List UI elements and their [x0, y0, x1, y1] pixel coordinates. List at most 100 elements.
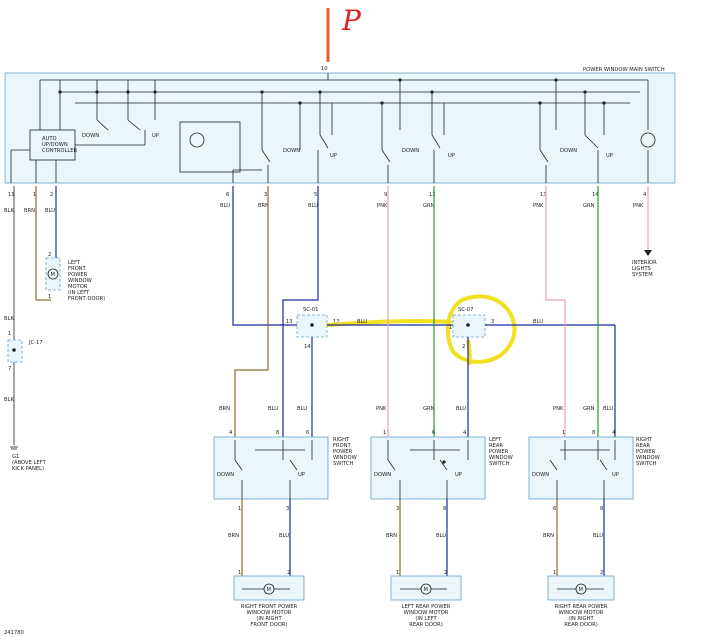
wire-label-blu-mid: BLU [357, 319, 367, 325]
svg-text:PNK: PNK [377, 203, 388, 209]
svg-text:8: 8 [600, 506, 603, 512]
lf-motor-pin-top: 2 [48, 252, 51, 258]
sc-07-pin-left: 1 [449, 325, 452, 331]
sc-01-label: SC-01 [303, 307, 318, 313]
svg-text:UP: UP [612, 472, 619, 478]
highlight-sc07 [445, 294, 517, 364]
sc-07-pin-right: 3 [491, 319, 494, 325]
svg-text:9: 9 [384, 192, 387, 198]
svg-text:8: 8 [276, 430, 279, 436]
svg-text:1: 1 [33, 192, 36, 198]
svg-text:GRN: GRN [583, 203, 595, 209]
main-down-label-3: DOWN [402, 148, 419, 154]
svg-text:4: 4 [612, 430, 616, 436]
svg-text:2: 2 [50, 192, 53, 198]
svg-text:3: 3 [286, 506, 289, 512]
svg-text:3: 3 [264, 192, 267, 198]
svg-text:PNK: PNK [533, 203, 544, 209]
svg-text:8: 8 [443, 506, 446, 512]
highlight-wire [326, 319, 452, 327]
svg-text:BLK: BLK [4, 208, 14, 214]
svg-text:13: 13 [540, 192, 547, 198]
jc-17-label: JC-17 [28, 340, 43, 346]
svg-text:BRN: BRN [228, 533, 239, 539]
main-lamp-icon [189, 132, 205, 148]
main-up-label-1: UP [152, 133, 159, 139]
main-up-label-4: UP [606, 153, 613, 159]
power-window-main-switch [4, 72, 676, 184]
main-switch-pins: 11 1 2 6 3 5 9 12 13 14 4 [8, 192, 647, 198]
main-up-label-3: UP [448, 153, 455, 159]
jc-17-pin-top: 1 [8, 331, 11, 337]
svg-text:BRN: BRN [386, 533, 397, 539]
wire-label-blk-1: BLK [4, 316, 14, 322]
wire-label-blk-2: BLK [4, 397, 14, 403]
wire-pnk-pin13 [545, 186, 566, 437]
svg-text:6: 6 [226, 192, 229, 198]
svg-text:BRN: BRN [258, 203, 269, 209]
svg-text:PNK: PNK [553, 406, 564, 412]
svg-text:11: 11 [8, 192, 15, 198]
svg-text:BLU: BLU [308, 203, 318, 209]
svg-text:UP: UP [298, 472, 305, 478]
svg-text:BLU: BLU [45, 208, 55, 214]
main-switch-title: POWER WINDOW MAIN SWITCH [583, 67, 665, 73]
svg-text:2: 2 [287, 570, 290, 576]
svg-text:GRN: GRN [583, 406, 595, 412]
auto-updown-controller [29, 129, 76, 161]
svg-text:6: 6 [553, 506, 556, 512]
svg-text:BLU: BLU [297, 406, 307, 412]
main-lamp-block [179, 121, 241, 173]
main-switch-internal-wiring [10, 73, 649, 183]
svg-text:8: 8 [592, 430, 595, 436]
sc-07-pin-bottom: 2 [462, 344, 465, 350]
switch-input-wire-labels: BRN BLU BLU PNK GRN BLU PNK GRN BLU [219, 406, 613, 412]
svg-text:1: 1 [238, 506, 241, 512]
svg-text:BLU: BLU [603, 406, 613, 412]
svg-text:M: M [424, 587, 428, 593]
annotation-mark: P [341, 4, 362, 37]
left-front-window-motor [45, 257, 61, 291]
jc-17-junction [12, 348, 16, 352]
svg-text:BRN: BRN [24, 208, 35, 214]
svg-text:GRN: GRN [423, 203, 435, 209]
sc-01-pin-right: 12 [333, 319, 340, 325]
svg-text:1: 1 [383, 430, 386, 436]
arrow-interior-lights [644, 250, 652, 256]
svg-text:UP: UP [455, 472, 462, 478]
svg-text:1: 1 [553, 570, 556, 576]
main-up-label-2: UP [330, 153, 337, 159]
sc-01-pin-bottom: 14 [304, 344, 311, 350]
junction-dots [58, 78, 606, 105]
svg-text:DOWN: DOWN [532, 472, 549, 478]
svg-text:GRN: GRN [423, 406, 435, 412]
main-top-pin: 10 [321, 66, 328, 72]
svg-text:4: 4 [463, 430, 467, 436]
svg-text:4: 4 [643, 192, 647, 198]
svg-text:1: 1 [562, 430, 565, 436]
svg-text:6: 6 [432, 430, 435, 436]
svg-text:M: M [267, 587, 271, 593]
svg-text:DOWN: DOWN [374, 472, 391, 478]
svg-text:BRN: BRN [543, 533, 554, 539]
svg-text:BRN: BRN [219, 406, 230, 412]
svg-text:1: 1 [396, 570, 399, 576]
svg-text:6: 6 [306, 430, 309, 436]
main-down-label-2: DOWN [283, 148, 300, 154]
wire-label-blu-right: BLU [533, 319, 543, 325]
svg-text:BLU: BLU [456, 406, 466, 412]
